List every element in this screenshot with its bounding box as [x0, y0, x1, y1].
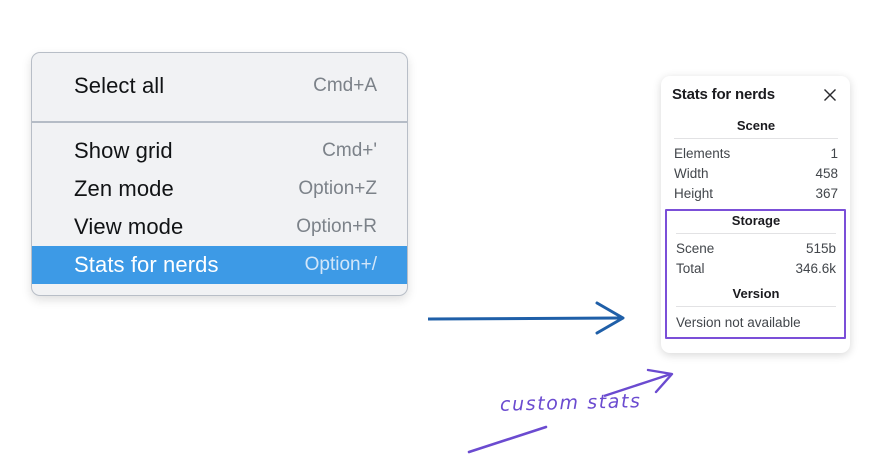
stats-panel-header: Stats for nerds	[672, 86, 840, 103]
purple-underline-stroke	[467, 425, 548, 454]
menu-group-1: Select all Cmd+A	[32, 53, 407, 121]
section-heading-storage: Storage	[731, 213, 781, 228]
stat-row-width: Width 458	[672, 163, 840, 183]
stats-panel-title: Stats for nerds	[672, 86, 775, 103]
section-divider	[674, 138, 838, 139]
menu-item-label: Zen mode	[74, 176, 174, 201]
close-icon[interactable]	[822, 87, 838, 103]
menu-item-shortcut: Option+Z	[298, 178, 377, 199]
handwritten-annotation: custom stats	[499, 390, 642, 416]
menu-item-label: Show grid	[74, 138, 173, 163]
menu-item-label: Stats for nerds	[74, 252, 219, 277]
stat-value: 1	[830, 145, 838, 161]
stat-row-storage-scene: Scene 515b	[674, 238, 838, 258]
menu-item-show-grid[interactable]: Show grid Cmd+'	[32, 132, 407, 170]
menu-item-label: View mode	[74, 214, 184, 239]
stat-value: 367	[815, 185, 838, 201]
blue-arrow	[427, 301, 625, 335]
stat-row-elements: Elements 1	[672, 143, 840, 163]
menu-item-select-all[interactable]: Select all Cmd+A	[32, 67, 407, 105]
stat-value: 346.6k	[795, 260, 836, 276]
menu-item-shortcut: Cmd+A	[313, 75, 377, 96]
menu-item-zen-mode[interactable]: Zen mode Option+Z	[32, 170, 407, 208]
menu-separator	[32, 121, 407, 123]
stat-key: Width	[674, 165, 709, 181]
menu-group-2: Show grid Cmd+' Zen mode Option+Z View m…	[32, 123, 407, 295]
menu-item-shortcut: Cmd+'	[322, 140, 377, 161]
stat-key: Elements	[674, 145, 731, 161]
stat-key: Total	[676, 260, 705, 276]
menu-item-label: Select all	[74, 73, 165, 98]
menu-item-shortcut: Option+/	[304, 254, 377, 275]
section-heading-scene: Scene	[736, 118, 776, 133]
version-text: Version not available	[676, 315, 801, 330]
section-divider	[676, 306, 836, 307]
section-divider	[676, 233, 836, 234]
stat-key: Scene	[676, 240, 715, 256]
menu-item-shortcut: Option+R	[296, 216, 377, 237]
section-heading-version: Version	[732, 286, 780, 301]
stat-key: Height	[674, 185, 714, 201]
stat-value: 515b	[805, 240, 836, 256]
context-menu[interactable]: Select all Cmd+A Show grid Cmd+' Zen mod…	[31, 52, 408, 296]
menu-item-stats-for-nerds[interactable]: Stats for nerds Option+/	[32, 246, 407, 284]
stat-row-height: Height 367	[672, 183, 840, 203]
menu-item-view-mode[interactable]: View mode Option+R	[32, 208, 407, 246]
stat-row-storage-total: Total 346.6k	[674, 258, 838, 278]
custom-stats-highlight-box: Storage Scene 515b Total 346.6k Version …	[665, 209, 846, 339]
stats-for-nerds-panel: Stats for nerds Scene Elements 1 Width 4…	[661, 76, 850, 353]
stat-value: 458	[815, 165, 838, 181]
